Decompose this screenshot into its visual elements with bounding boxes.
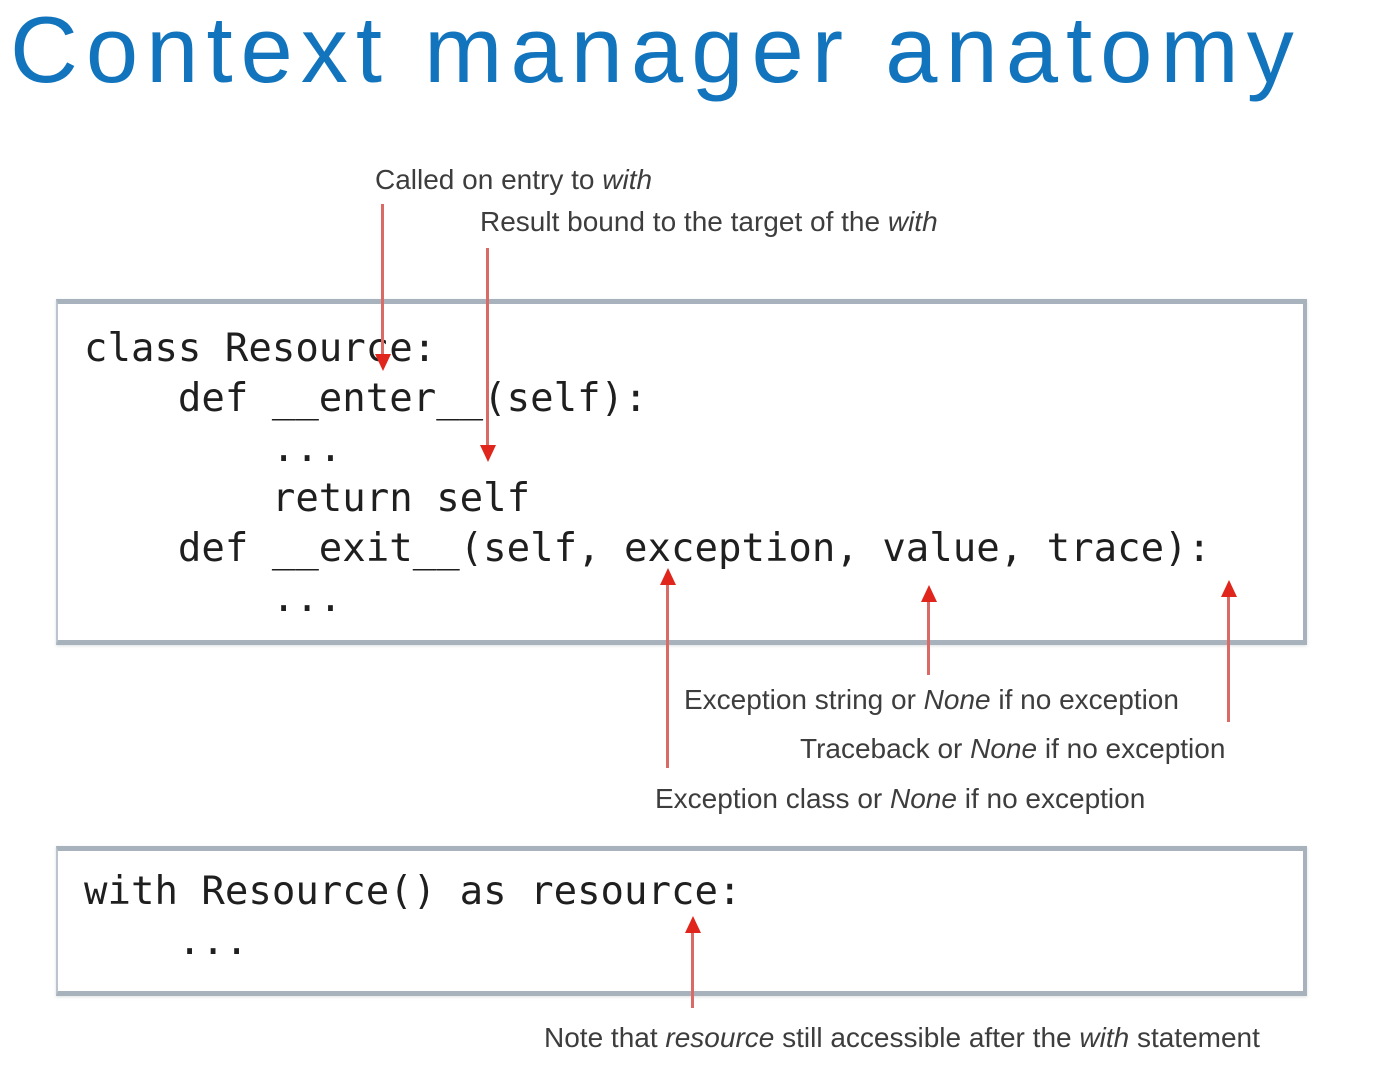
annotation-exception-string: Exception string or None if no exception [684,684,1179,715]
arrow-exception-icon [666,585,669,768]
annotation-called-on-entry: Called on entry to with [375,164,653,195]
annotation-resource-note: Note that resource still accessible afte… [544,1022,1260,1053]
arrow-resource-icon [691,933,694,1008]
annotation-result-bound: Result bound to the target of the with [480,206,938,237]
annotation-exception-class: Exception class or None if no exception [655,783,1146,814]
code-with-statement: with Resource() as resource: ... [84,869,742,964]
arrow-value-icon [927,602,930,675]
arrow-trace-icon [1227,597,1230,722]
code-class-definition: class Resource: def __enter__(self): ...… [84,326,1212,621]
arrow-enter-icon [381,204,384,354]
arrow-return-self-icon [486,248,489,445]
page-title: Context manager anatomy [10,0,1302,102]
annotation-traceback: Traceback or None if no exception [800,733,1226,764]
code-box-with-statement: with Resource() as resource: ... [56,846,1307,996]
code-box-class-definition: class Resource: def __enter__(self): ...… [56,299,1307,645]
